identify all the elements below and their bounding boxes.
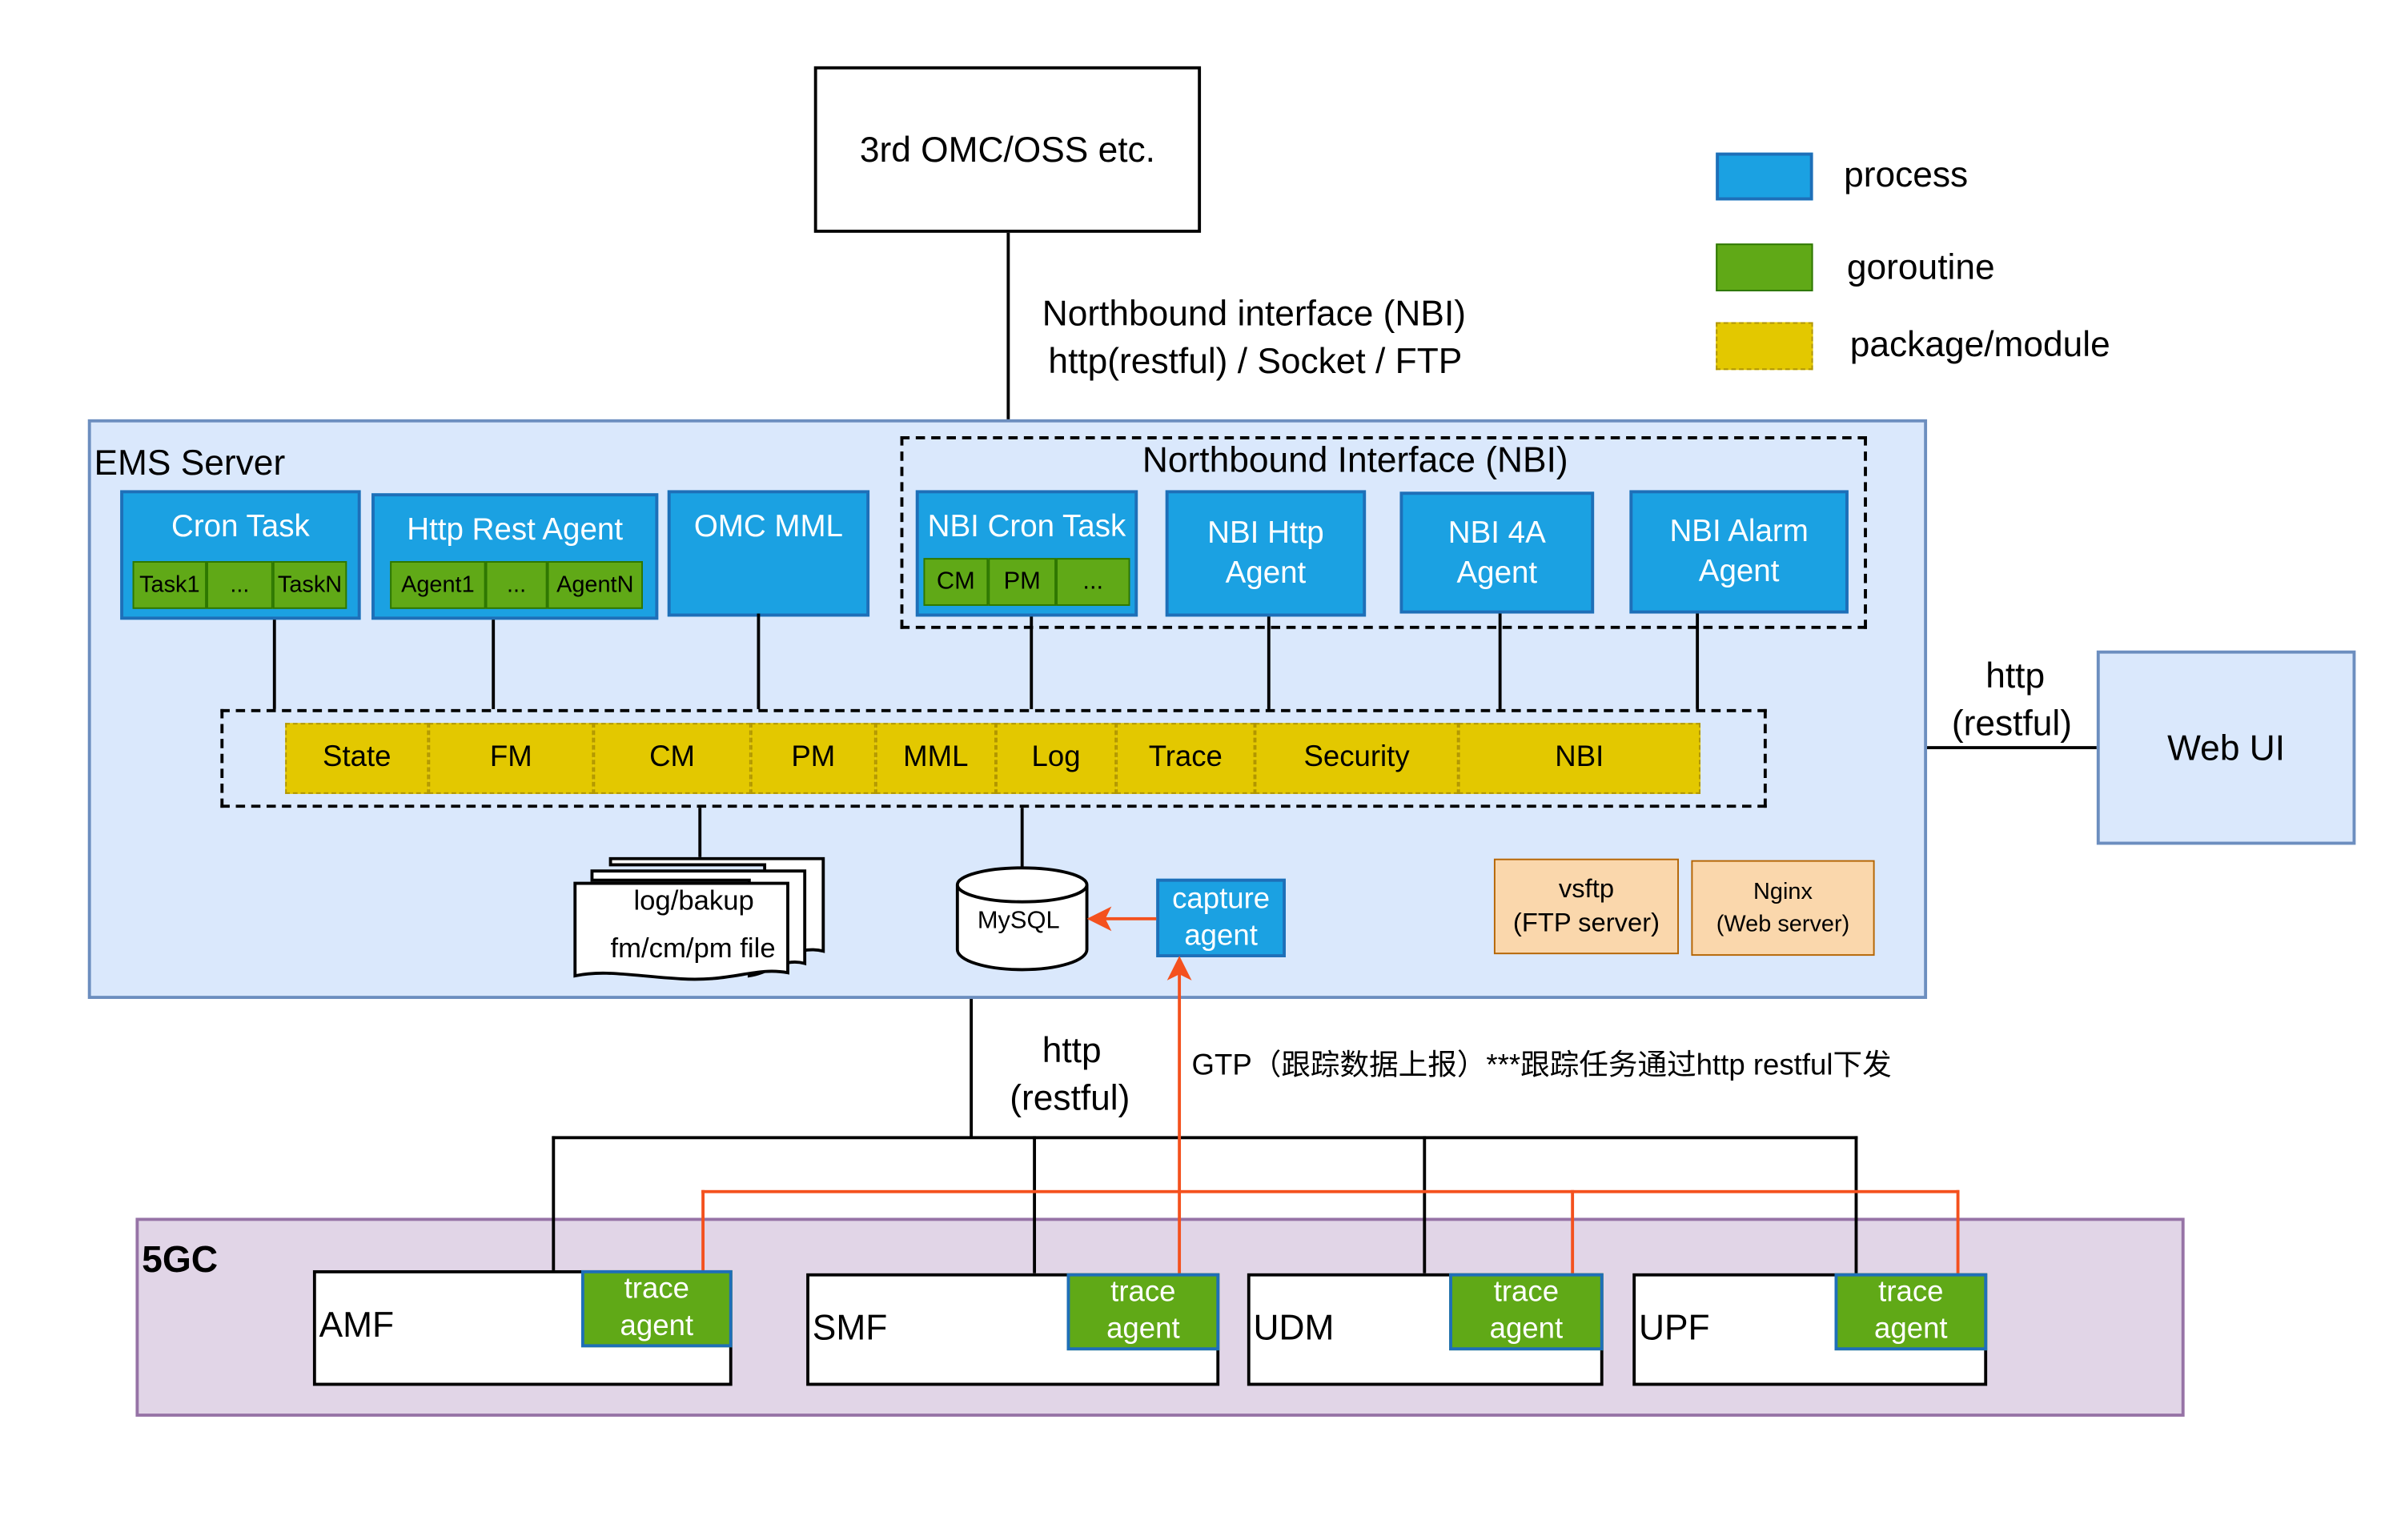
- trace-bus: [701, 1189, 1960, 1193]
- nbi-cron-goroutine-cm[interactable]: CM: [923, 558, 989, 606]
- nbi-alarm-agent-process[interactable]: NBI Alarm Agent: [1629, 490, 1849, 614]
- amf-trace-agent[interactable]: trace agent: [580, 1269, 733, 1348]
- nbi-cron-goroutine-pm[interactable]: PM: [988, 558, 1057, 606]
- module-pm[interactable]: PM: [750, 723, 876, 794]
- webui-link-line2: (restful): [1951, 703, 2072, 744]
- nbi-4a-connector: [1498, 613, 1502, 709]
- legend-goroutine-label: goroutine: [1846, 247, 1995, 287]
- omc-mml-connector: [757, 613, 761, 709]
- south-bus: [552, 1136, 1858, 1140]
- upf-trace-agent[interactable]: trace agent: [1834, 1273, 1988, 1351]
- smf-drop: [1033, 1136, 1037, 1273]
- nbi-http-connector: [1267, 616, 1271, 709]
- nf-smf-label: SMF: [812, 1307, 888, 1348]
- cron-task-connector: [272, 620, 276, 709]
- udm-trace-agent[interactable]: trace agent: [1449, 1273, 1604, 1351]
- legend-package-label: package/module: [1849, 323, 2110, 364]
- legend-goroutine-swatch: [1716, 243, 1813, 292]
- nf-udm-label: UDM: [1253, 1307, 1335, 1348]
- omc-oss-box[interactable]: 3rd OMC/OSS etc.: [813, 66, 1202, 233]
- vsftp-server[interactable]: vsftp (FTP server): [1493, 858, 1680, 955]
- capture-mysql-link: [1103, 916, 1157, 920]
- omc-mml-process[interactable]: [667, 490, 870, 617]
- files-label-line2: fm/cm/pm file: [610, 932, 776, 964]
- module-nbi[interactable]: NBI: [1458, 723, 1700, 794]
- capture-mysql-arrowhead: [1086, 906, 1112, 932]
- trace-amf-drop: [701, 1189, 705, 1270]
- nf-amf-label: AMF: [319, 1304, 395, 1345]
- udm-drop: [1423, 1136, 1427, 1273]
- mysql-connector: [1020, 808, 1024, 870]
- module-fm[interactable]: FM: [428, 723, 594, 794]
- nbi-cron-task-label: NBI Cron Task: [927, 510, 1126, 544]
- gtp-label: GTP（跟踪数据上报）***跟踪任务通过http restful下发: [1191, 1049, 1892, 1083]
- trace-uplink: [1178, 971, 1182, 1273]
- mysql-label: MySQL: [977, 908, 1060, 935]
- nbi-group: [900, 436, 1867, 629]
- upf-drop: [1854, 1136, 1858, 1273]
- nginx-server[interactable]: Nginx (Web server): [1691, 860, 1875, 956]
- nbi-link-line2: http(restful) / Socket / FTP: [1048, 340, 1463, 381]
- web-ui-box[interactable]: Web UI: [2096, 650, 2356, 845]
- south-link-line2: (restful): [1010, 1077, 1130, 1118]
- ems-south-trunk: [970, 999, 974, 1138]
- modules-group: [220, 708, 1767, 808]
- trace-upf-drop: [1956, 1189, 1960, 1273]
- module-log[interactable]: Log: [995, 723, 1117, 794]
- nbi-cron-connector: [1030, 616, 1034, 709]
- webui-link-line1: http: [1985, 655, 2046, 696]
- module-trace[interactable]: Trace: [1116, 723, 1255, 794]
- nf-upf-label: UPF: [1638, 1307, 1710, 1348]
- mysql-database-icon[interactable]: [954, 864, 1093, 975]
- module-state[interactable]: State: [285, 723, 429, 794]
- south-link-line1: http: [1042, 1029, 1102, 1070]
- ems-webui-connector: [1927, 746, 2097, 750]
- nbi-4a-agent-process[interactable]: NBI 4A Agent: [1399, 491, 1595, 614]
- omc-oss-label: 3rd OMC/OSS etc.: [859, 128, 1155, 169]
- nbi-group-title: Northbound Interface (NBI): [1142, 439, 1568, 479]
- web-ui-label: Web UI: [2167, 727, 2286, 768]
- module-cm[interactable]: CM: [593, 723, 751, 794]
- trace-udm-drop: [1571, 1189, 1575, 1273]
- http-agent-goroutine-1[interactable]: Agent1: [390, 561, 486, 609]
- module-mml[interactable]: MML: [875, 723, 996, 794]
- smf-trace-agent[interactable]: trace agent: [1066, 1273, 1220, 1351]
- capture-agent-process[interactable]: capture agent: [1156, 878, 1286, 958]
- cron-task-label: Cron Task: [171, 510, 310, 544]
- files-multidoc-icon[interactable]: [570, 852, 832, 991]
- legend-process-swatch: [1716, 152, 1813, 201]
- files-label-line1: log/bakup: [633, 884, 754, 916]
- http-agent-goroutine-n[interactable]: AgentN: [547, 561, 643, 609]
- legend-process-label: process: [1844, 154, 1969, 195]
- files-connector: [698, 808, 702, 857]
- fivegc-title: 5GC: [142, 1239, 219, 1281]
- nbi-cron-goroutine-more[interactable]: ...: [1056, 558, 1130, 606]
- nbi-http-agent-process[interactable]: NBI Http Agent: [1165, 490, 1367, 617]
- ems-server-title: EMS Server: [94, 442, 286, 483]
- nbi-alarm-connector: [1696, 613, 1700, 709]
- nbi-link-line1: Northbound interface (NBI): [1042, 292, 1467, 334]
- cron-task-goroutine-1[interactable]: Task1: [132, 561, 207, 609]
- omc-mml-label: OMC MML: [693, 510, 843, 544]
- cron-task-goroutine-more[interactable]: ...: [207, 561, 273, 609]
- amf-drop: [552, 1136, 556, 1270]
- http-agent-connector: [492, 620, 496, 709]
- module-security[interactable]: Security: [1255, 723, 1459, 794]
- trace-uplink-arrowhead: [1166, 956, 1192, 981]
- legend-package-swatch: [1716, 322, 1813, 371]
- http-rest-agent-label: Http Rest Agent: [407, 513, 624, 547]
- cron-task-goroutine-n[interactable]: TaskN: [272, 561, 347, 609]
- http-agent-goroutine-more[interactable]: ...: [485, 561, 548, 609]
- omc-ems-connector: [1006, 232, 1010, 421]
